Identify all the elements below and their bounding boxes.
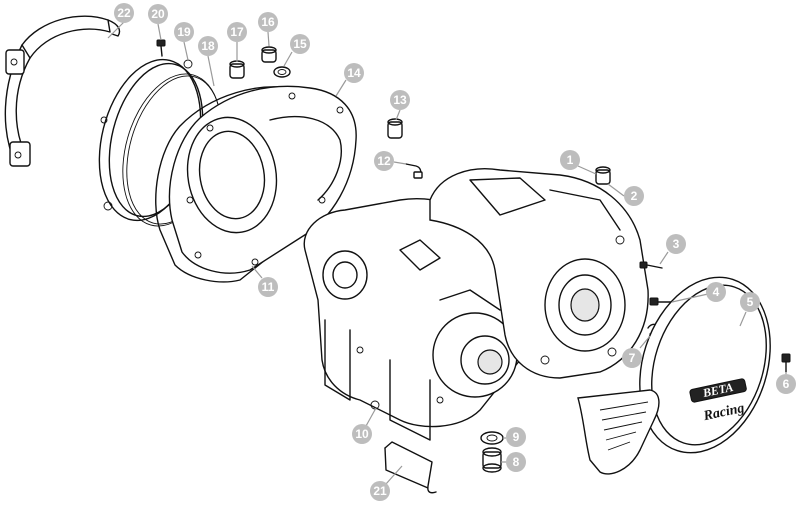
part-17-plug (229, 60, 245, 79)
callout-label: 1 (567, 153, 574, 167)
part-1-dowel (595, 166, 611, 185)
part-4-screw (649, 297, 673, 306)
callout-label: 10 (355, 427, 369, 441)
callout-label: 9 (513, 430, 520, 444)
callout-label: 19 (177, 25, 191, 39)
part-2-crankcase-right (429, 168, 649, 379)
part-5-side-cover: BETA Racing (577, 276, 771, 475)
part-8-drain-plug (482, 447, 502, 473)
callout-15: 15 (283, 34, 310, 67)
part-12-elbow (405, 163, 423, 179)
callout-12: 12 (374, 151, 407, 171)
part-15-washer (273, 66, 291, 78)
callout-label: 5 (747, 295, 754, 309)
callout-label: 12 (377, 154, 391, 168)
callout-label: 21 (373, 484, 387, 498)
part-6-screw (781, 353, 791, 373)
part-10-crankcase-left (303, 198, 536, 441)
callout-20: 20 (148, 4, 168, 41)
callout-label: 7 (629, 351, 636, 365)
callout-label: 6 (783, 377, 790, 391)
callout-label: 3 (673, 237, 680, 251)
callout-5: 5 (739, 292, 760, 327)
part-16-plug (261, 46, 277, 63)
callout-label: 14 (347, 66, 361, 80)
callout-label: 13 (393, 93, 407, 107)
callout-10: 10 (352, 407, 377, 444)
callout-label: 11 (262, 280, 275, 294)
part-3-screw (639, 261, 663, 269)
callout-3: 3 (659, 234, 686, 265)
callout-2: 2 (607, 183, 644, 206)
callout-7: 7 (622, 335, 651, 368)
callout-label: 17 (230, 25, 244, 39)
callout-9: 9 (503, 427, 526, 447)
callout-21: 21 (370, 465, 403, 501)
callout-6: 6 (776, 372, 796, 394)
callout-label: 2 (631, 189, 638, 203)
part-20-screw (156, 39, 166, 57)
callout-8: 8 (501, 452, 526, 472)
callout-label: 8 (513, 455, 520, 469)
callout-4: 4 (671, 282, 726, 303)
callout-label: 15 (293, 37, 307, 51)
callout-22: 22 (107, 3, 134, 39)
callout-11: 11 (251, 265, 278, 297)
callout-label: 18 (201, 39, 215, 53)
part-13-bushing (387, 118, 403, 139)
callout-1: 1 (560, 150, 597, 175)
cover-logo-brand: BETA (701, 380, 735, 400)
callout-18: 18 (198, 36, 218, 87)
callout-13: 13 (390, 90, 410, 121)
part-22-flywheel-guard (4, 15, 121, 167)
callout-14: 14 (335, 63, 364, 97)
part-14-clutch-cover (168, 85, 357, 274)
callout-16: 16 (258, 12, 278, 47)
callout-label: 16 (261, 15, 275, 29)
callout-19: 19 (174, 22, 194, 61)
callout-17: 17 (227, 22, 247, 62)
callout-label: 22 (117, 6, 131, 20)
part-9-washer (480, 431, 504, 445)
part-21-wire-clip (384, 441, 437, 494)
callout-label: 4 (713, 285, 720, 299)
callout-label: 20 (151, 7, 165, 21)
